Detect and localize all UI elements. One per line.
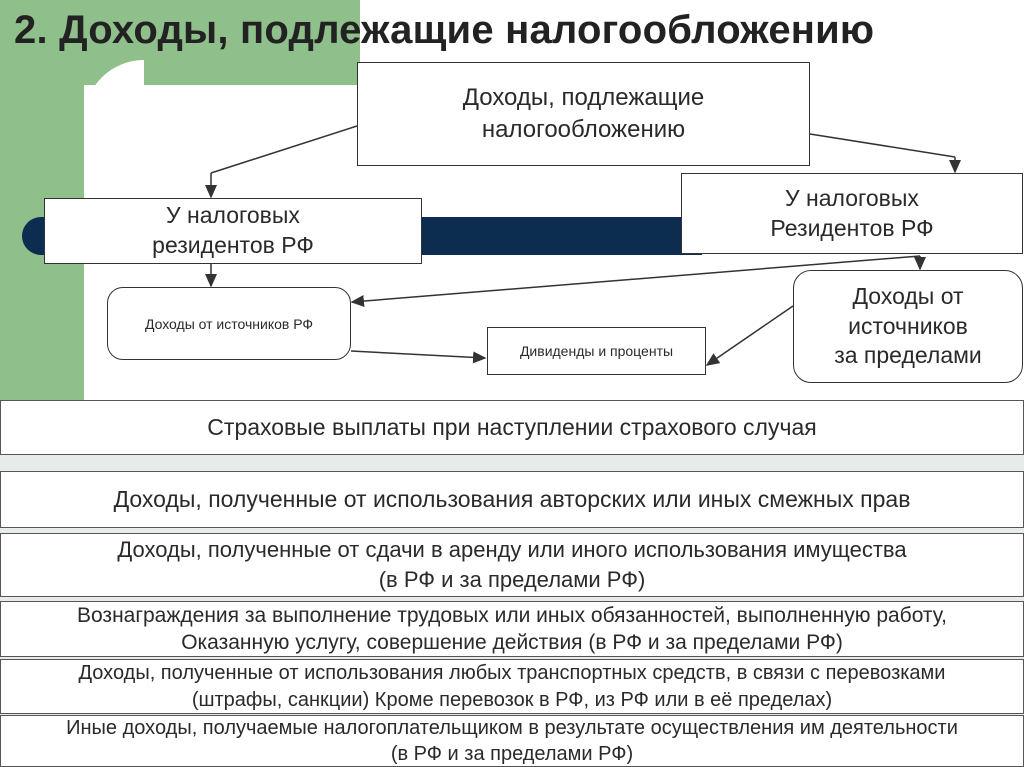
arrow-abroad-to-dividends: [705, 305, 794, 366]
node-dividends: Дивиденды и проценты: [487, 327, 706, 375]
node-residents-right: У налоговых Резидентов РФ: [681, 173, 1023, 254]
income-row-labor: Вознаграждения за выполнение трудовых ил…: [0, 601, 1024, 657]
arrow-root-to-right: [809, 133, 956, 158]
arrow-root-to-left: [210, 125, 358, 174]
income-row-insurance: Страховые выплаты при наступлении страхо…: [0, 400, 1024, 455]
node-residents-left: У налоговых резидентов РФ: [44, 198, 422, 264]
root-node: Доходы, подлежащие налогообложению: [357, 62, 810, 166]
income-row-rent: Доходы, полученные от сдачи в аренду или…: [0, 533, 1024, 597]
arrow-income-rf-to-dividends: [350, 350, 487, 364]
income-row-copyright: Доходы, полученные от использования авто…: [0, 471, 1024, 528]
arrow-right-to-income-rf: [350, 255, 921, 308]
income-row-other: Иные доходы, получаемые налогоплательщик…: [0, 715, 1024, 767]
node-income-rf: Доходы от источников РФ: [107, 287, 351, 360]
page-title: 2. Доходы, подлежащие налогообложению: [14, 8, 875, 52]
node-income-abroad: Доходы от источников за пределами: [793, 270, 1023, 383]
income-row-transport: Доходы, полученные от использования любы…: [0, 659, 1024, 714]
